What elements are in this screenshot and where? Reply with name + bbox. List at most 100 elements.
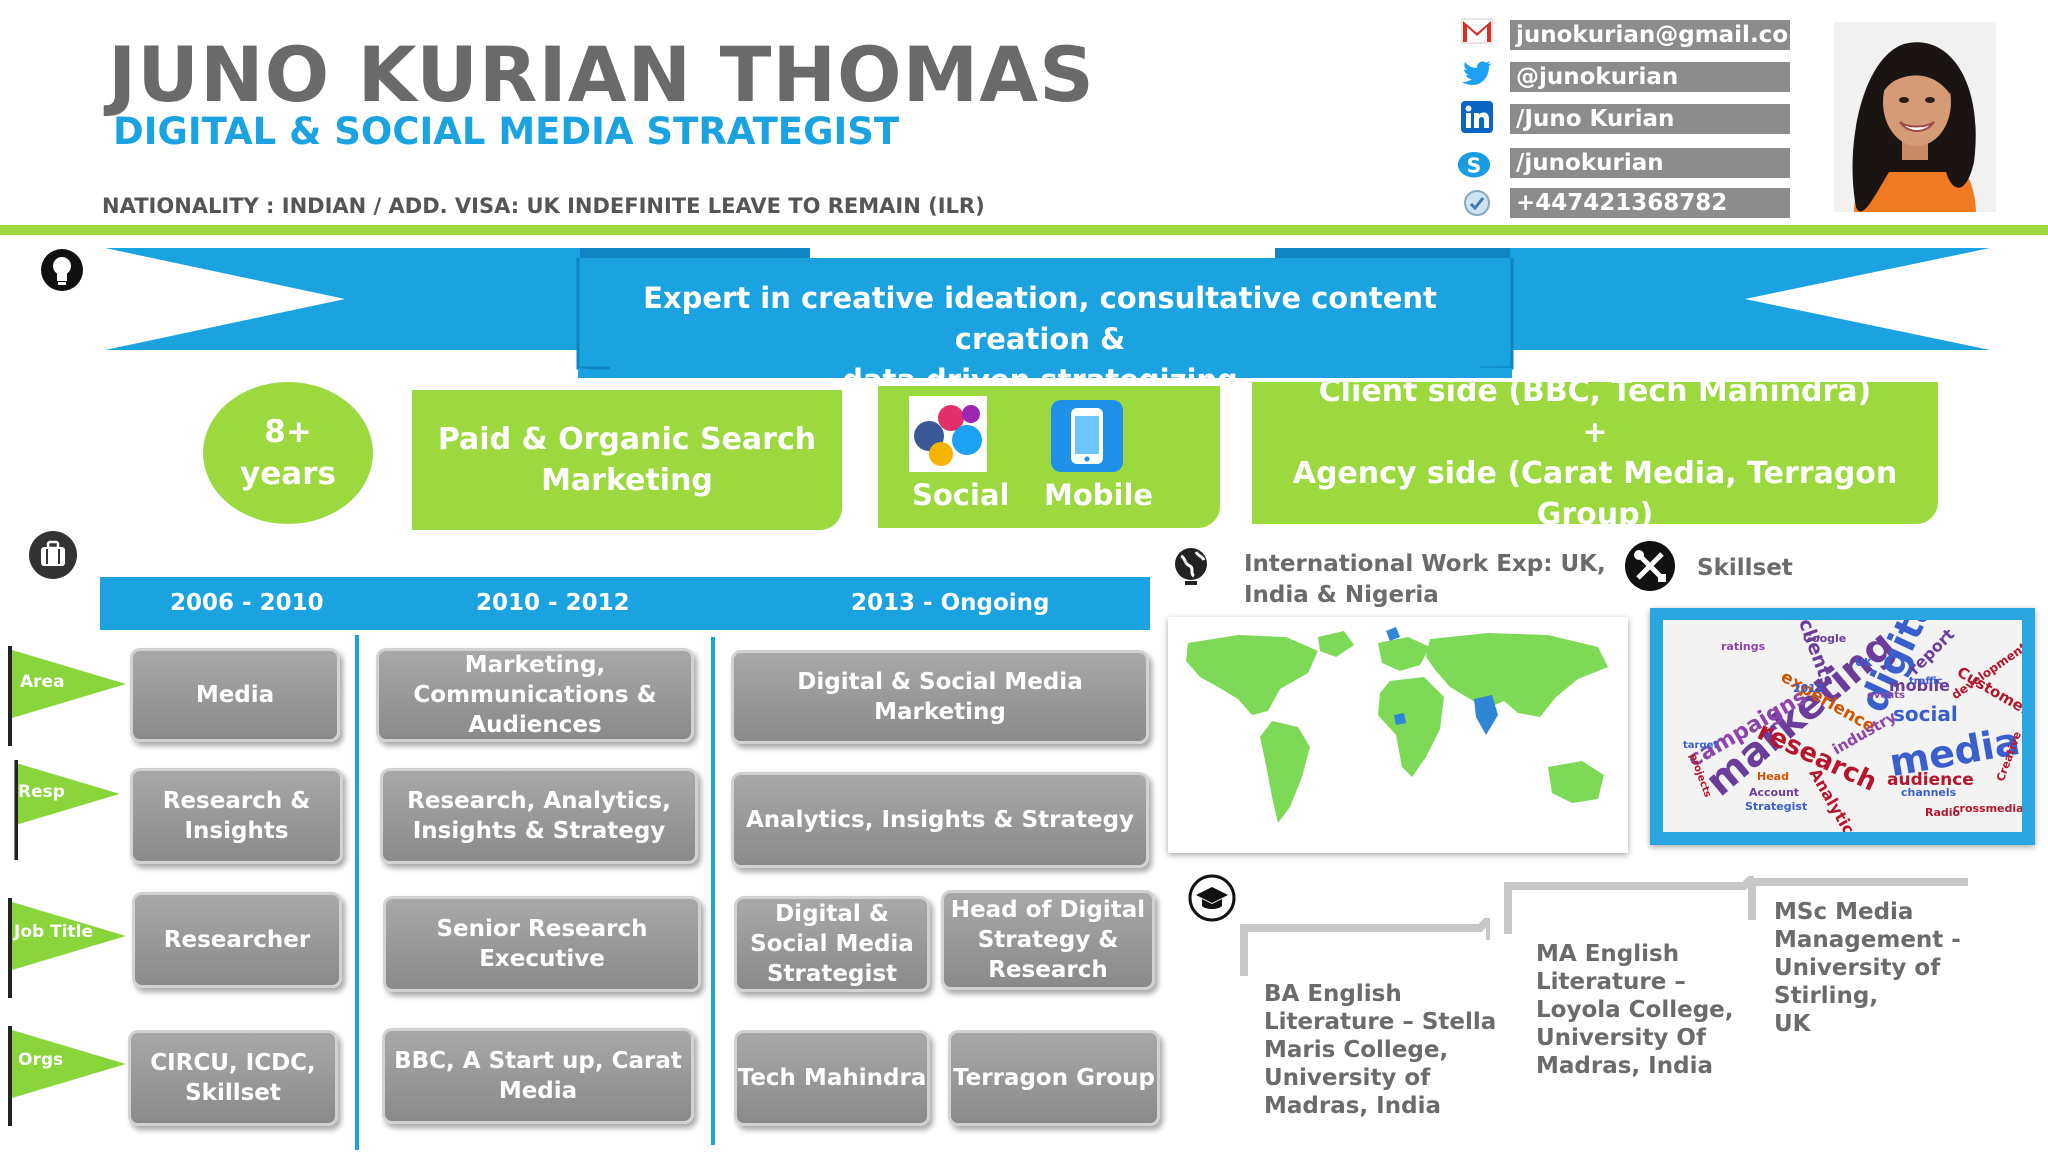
- cloud-word: Account: [1749, 786, 1800, 799]
- resp-2006-box: Research & Insights: [130, 768, 343, 864]
- globe-icon: [1172, 546, 1210, 586]
- education-msc-line-1: MSc Media: [1774, 899, 1914, 925]
- cloud-word: UK: [1855, 656, 1873, 669]
- education-ba-line-5: Madras, India: [1264, 1093, 1441, 1119]
- client-line-1: Client side (BBC, Tech Mahindra): [1318, 374, 1872, 409]
- international-line-1: International Work Exp: UK,: [1244, 551, 1606, 577]
- cloud-word: mobile: [1889, 676, 1950, 695]
- row-flag-area: [8, 646, 126, 746]
- area-2006-box: Media: [130, 648, 340, 742]
- headline-line-1: Expert in creative ideation, consultativ…: [643, 281, 1437, 356]
- education-ba-line-2: Literature – Stella: [1264, 1009, 1497, 1035]
- international-text: International Work Exp: UK, India & Nige…: [1244, 549, 1606, 611]
- education-ba-line-3: Maris College,: [1264, 1037, 1449, 1063]
- timeline-period-bar: [100, 577, 1150, 630]
- period-2010-2012: 2010 - 2012: [476, 590, 630, 616]
- cloud-word: ratings: [1721, 640, 1766, 653]
- job-2013-strategist-box: Digital & Social Media Strategist: [734, 896, 930, 992]
- job-2006-box: Researcher: [132, 892, 342, 988]
- area-2010-box: Marketing, Communications & Audiences: [376, 648, 694, 742]
- row-flag-orgs: [8, 1026, 126, 1126]
- client-line-2: Agency side (Carat Media, Terragon Group…: [1292, 456, 1898, 532]
- tools-icon: [1624, 540, 1676, 592]
- education-step-3-bracket: [1748, 878, 1968, 920]
- orgs-2010-box: BBC, A Start up, Carat Media: [382, 1028, 694, 1124]
- years-word: years: [240, 456, 336, 492]
- timeline-divider-1: [355, 635, 359, 1150]
- phone-value[interactable]: +447421368782: [1510, 188, 1790, 218]
- education-msc-line-2: Management -: [1774, 927, 1961, 953]
- education-ma-line-1: MA English: [1536, 941, 1680, 967]
- linkedin-icon: [1460, 100, 1494, 134]
- row-flag-resp: [14, 760, 120, 860]
- candidate-name: JUNO KURIAN THOMAS: [108, 30, 1095, 119]
- client-agency-box: Client side (BBC, Tech Mahindra) + Agenc…: [1252, 374, 1938, 532]
- graduation-cap-icon: [1188, 874, 1236, 922]
- email-value[interactable]: junokurian@gmail.com: [1510, 20, 1790, 50]
- mobile-phone-icon: [1049, 398, 1125, 474]
- education-ma-line-5: Madras, India: [1536, 1053, 1713, 1079]
- period-2013-ongoing: 2013 - Ongoing: [851, 590, 1050, 616]
- search-line-2: Marketing: [541, 463, 713, 498]
- row-label-orgs: Orgs: [18, 1050, 64, 1070]
- timeline-divider-2: [711, 637, 715, 1145]
- row-label-area: Area: [20, 672, 65, 692]
- education-ba-line-4: University of: [1264, 1065, 1431, 1091]
- cloud-word: Head: [1757, 770, 1789, 783]
- row-label-resp: Resp: [18, 782, 65, 802]
- international-line-2: India & Nigeria: [1244, 582, 1439, 608]
- search-marketing-box: Paid & Organic Search Marketing: [412, 390, 842, 530]
- skillset-label: Skillset: [1697, 555, 1793, 581]
- search-line-1: Paid & Organic Search: [437, 422, 817, 457]
- nationality-line: NATIONALITY : INDIAN / ADD. VISA: UK IND…: [102, 194, 985, 218]
- education-ma-line-2: Literature –: [1536, 969, 1686, 995]
- resp-2013-box: Analytics, Insights & Strategy: [731, 772, 1149, 868]
- world-map: [1168, 617, 1628, 853]
- education-ba: BA English Literature – Stella Maris Col…: [1264, 980, 1496, 1120]
- cloud-word: audience: [1887, 770, 1974, 790]
- resp-2010-box: Research, Analytics, Insights & Strategy: [380, 768, 698, 864]
- education-msc-line-4: UK: [1774, 1011, 1811, 1037]
- lightbulb-icon: [40, 248, 84, 292]
- years-number: 8+: [264, 414, 312, 450]
- twitter-value[interactable]: @junokurian: [1510, 62, 1790, 92]
- headline-text: Expert in creative ideation, consultativ…: [580, 278, 1500, 401]
- skype-icon: S: [1457, 146, 1491, 180]
- cloud-word: Google: [1803, 632, 1847, 645]
- cloud-word: crossmedia: [1953, 802, 2022, 815]
- period-2006-2010: 2006 - 2010: [170, 590, 324, 616]
- profile-photo: [1834, 22, 1996, 212]
- cloud-word: Strategist: [1745, 800, 1808, 813]
- orgs-tech-mahindra-box: Tech Mahindra: [734, 1030, 930, 1126]
- orgs-terragon-box: Terragon Group: [948, 1030, 1160, 1126]
- orgs-2006-box: CIRCU, ICDC, Skillset: [128, 1030, 338, 1126]
- skype-value[interactable]: /junokurian: [1510, 148, 1790, 178]
- header-divider: [0, 225, 2048, 235]
- job-2013-head-box: Head of Digital Strategy & Research: [941, 890, 1155, 990]
- phone-icon: [1460, 186, 1494, 220]
- linkedin-value[interactable]: /Juno Kurian: [1510, 104, 1790, 134]
- cloud-word: Radio: [1925, 806, 1961, 819]
- skillset-word-cloud: marketing digital media research social …: [1650, 608, 2035, 845]
- area-2013-box: Digital & Social Media Marketing: [731, 650, 1149, 744]
- client-plus: +: [1582, 415, 1608, 450]
- education-step-2-bracket: [1504, 876, 1754, 934]
- social-label: Social: [912, 478, 1010, 512]
- candidate-role: DIGITAL & SOCIAL MEDIA STRATEGIST: [113, 110, 900, 153]
- briefcase-icon: [28, 530, 78, 580]
- education-ma: MA English Literature – Loyola College, …: [1536, 940, 1734, 1080]
- education-ma-line-3: Loyola College,: [1536, 997, 1734, 1023]
- cloud-word: 2012: [1793, 682, 1824, 695]
- word-cloud-canvas: marketing digital media research social …: [1663, 620, 2022, 832]
- gmail-icon: [1460, 14, 1494, 48]
- education-ma-line-4: University Of: [1536, 1025, 1706, 1051]
- social-media-icon: [909, 396, 987, 472]
- education-msc: MSc Media Management - University of Sti…: [1774, 898, 2048, 1038]
- cloud-word: events: [1867, 690, 1905, 701]
- mobile-label: Mobile: [1044, 478, 1154, 512]
- cloud-word: channels: [1901, 786, 1957, 799]
- job-2010-box: Senior Research Executive: [383, 896, 701, 992]
- experience-years-badge: 8+ years: [203, 382, 373, 524]
- twitter-icon: [1460, 56, 1494, 90]
- cloud-word: social: [1893, 702, 1958, 726]
